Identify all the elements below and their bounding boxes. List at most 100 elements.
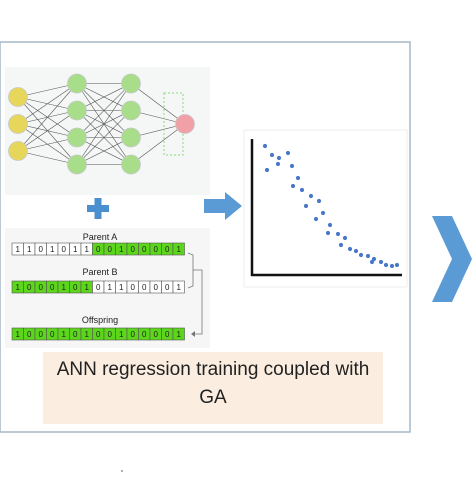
gene-value: 0 [27, 330, 32, 339]
crossover-connector [193, 269, 203, 335]
chevron-right-icon [432, 216, 472, 302]
nn-connection [76, 110, 132, 165]
scatter-point [289, 163, 295, 169]
gene-value: 1 [62, 283, 67, 292]
scatter-point [358, 252, 364, 258]
nn-connection [17, 83, 78, 98]
gene-value: 1 [119, 245, 124, 254]
gene-value: 0 [154, 330, 159, 339]
gene-value: 0 [165, 245, 170, 254]
gene-value: 0 [50, 283, 55, 292]
nn-connection [130, 83, 186, 125]
scatter-point [308, 193, 314, 199]
scatter-point [264, 167, 270, 173]
scatter-point [303, 203, 309, 209]
scatter-point [394, 262, 400, 268]
gene-value: 1 [177, 245, 182, 254]
scatter-point [371, 256, 377, 262]
gene-cell [172, 327, 185, 341]
hidden-node [67, 154, 87, 175]
scatter-plot-panel [243, 129, 408, 288]
gene-value: 1 [119, 330, 124, 339]
scatter-point [353, 248, 359, 254]
nn-connection [130, 123, 186, 165]
scatter-point [313, 216, 319, 222]
gene-value: 0 [39, 245, 44, 254]
gene-value: 1 [177, 283, 182, 292]
caption-line-2: GA [199, 387, 227, 408]
gene-value: 0 [131, 330, 136, 339]
nn-connection [17, 137, 78, 152]
nn-connection [76, 83, 132, 138]
input-node [8, 114, 28, 134]
gene-value: 0 [96, 330, 101, 339]
scatter-point [347, 246, 353, 252]
offspring-label: Offspring [82, 315, 118, 325]
hidden-node [121, 154, 141, 175]
gene-value: 0 [142, 330, 147, 339]
gene-value: 1 [119, 283, 124, 292]
scatter-point [290, 183, 296, 189]
scatter-point [295, 175, 301, 181]
scatter-point [389, 263, 395, 269]
scatter-point [269, 152, 275, 158]
nn-connection [76, 83, 132, 165]
crossover-arrowhead [191, 331, 195, 337]
parent-a-label: Parent A [83, 232, 118, 242]
right-arrow-icon [204, 192, 242, 220]
small-mark [121, 470, 123, 472]
gene-cell [172, 280, 185, 294]
gene-value: 1 [27, 245, 32, 254]
scatter-point [342, 235, 348, 241]
gene-value: 0 [50, 330, 55, 339]
scatter-point [320, 210, 326, 216]
scatter-point [338, 242, 344, 248]
scatter-point [325, 230, 331, 236]
gene-value: 0 [165, 330, 170, 339]
gene-value: 0 [131, 283, 136, 292]
gene-value: 1 [108, 283, 113, 292]
nn-connection [17, 150, 78, 165]
gene-value: 0 [154, 283, 159, 292]
scatter-point [383, 262, 389, 268]
input-node [8, 141, 28, 161]
nn-connection [17, 83, 78, 152]
gene-value: 1 [16, 330, 21, 339]
scatter-point [365, 253, 371, 259]
gene-value: 0 [27, 283, 32, 292]
scatter-point [275, 161, 281, 167]
gene-value: 0 [165, 283, 170, 292]
hidden-node [121, 127, 141, 148]
parent-b-label: Parent B [82, 267, 117, 277]
scatter-point [369, 259, 375, 265]
nn-connection [17, 83, 78, 125]
gene-value: 1 [85, 245, 90, 254]
gene-value: 1 [177, 330, 182, 339]
gene-value: 0 [108, 245, 113, 254]
crossover-bracket [187, 252, 194, 289]
neural-network-nodes [8, 73, 195, 175]
hidden-node [67, 100, 87, 121]
hidden-node [67, 127, 87, 148]
gene-value: 0 [142, 283, 147, 292]
nn-connection [76, 83, 132, 111]
gene-value: 1 [73, 245, 78, 254]
gene-value: 0 [39, 283, 44, 292]
gene-value: 1 [85, 283, 90, 292]
gene-value: 0 [96, 245, 101, 254]
gene-value: 1 [85, 330, 90, 339]
hidden-node [121, 100, 141, 121]
gene-value: 0 [73, 283, 78, 292]
gene-value: 0 [73, 330, 78, 339]
nn-connection [17, 110, 78, 152]
gene-value: 0 [96, 283, 101, 292]
gene-value: 0 [39, 330, 44, 339]
scatter-point [378, 259, 384, 265]
plus-icon [87, 198, 109, 219]
gene-value: 1 [62, 330, 67, 339]
